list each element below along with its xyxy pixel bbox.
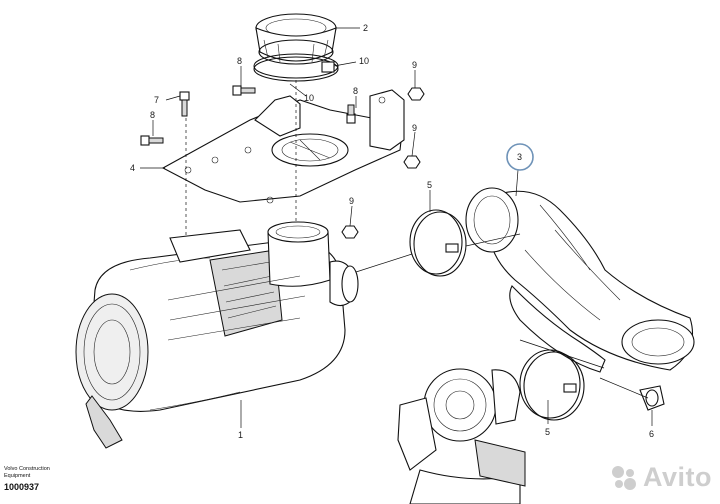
diagram-footer: Volvo Construction Equipment 1000937: [4, 466, 50, 492]
turbocharger: [397, 368, 526, 504]
bracket-clip-6: [639, 385, 665, 411]
nut-9-top: [407, 87, 425, 101]
callout-7: 7: [154, 95, 159, 105]
callout-8-right: 8: [353, 86, 358, 96]
avito-logo-icon: [612, 465, 636, 490]
top-flange-ring: [255, 13, 337, 65]
callout-8-mid: 8: [237, 56, 242, 66]
assembly-lines: [185, 80, 649, 399]
avito-watermark: Avito: [609, 462, 712, 493]
bolt-8-left: [140, 135, 164, 146]
mounting-bracket: [161, 89, 405, 204]
callout-6: 6: [649, 429, 654, 439]
bolt-8-right: [346, 104, 356, 124]
document-number: 1000937: [4, 482, 40, 492]
callout-5-upper: 5: [427, 180, 432, 190]
nut-9-low: [341, 225, 359, 239]
air-filter-housing: [75, 221, 359, 449]
callout-4: 4: [130, 163, 135, 173]
company-name-line1: Volvo Construction: [4, 466, 50, 472]
callout-8-left: 8: [150, 110, 155, 120]
callout-2: 2: [363, 23, 368, 33]
callout-leaders: [140, 27, 653, 428]
intake-hose: [465, 187, 695, 373]
callout-3: 3: [517, 152, 522, 162]
bolt-8-mid: [232, 85, 256, 96]
callout-9-low: 9: [349, 196, 354, 206]
nut-9-mid: [403, 155, 421, 169]
callout-10-lower: 10: [304, 93, 314, 103]
callout-10-right: 10: [359, 56, 369, 66]
callout-5-lower: 5: [545, 427, 550, 437]
callout-9-top: 9: [412, 60, 417, 70]
company-name-line2: Equipment: [4, 473, 31, 479]
callout-1: 1: [238, 430, 243, 440]
highlight-circle: [506, 143, 534, 171]
callout-9-mid: 9: [412, 123, 417, 133]
hose-clamp-lower: [519, 349, 585, 421]
hose-clamp-upper: [409, 209, 467, 277]
watermark-text: Avito: [643, 462, 712, 492]
bolt-7: [179, 91, 190, 117]
